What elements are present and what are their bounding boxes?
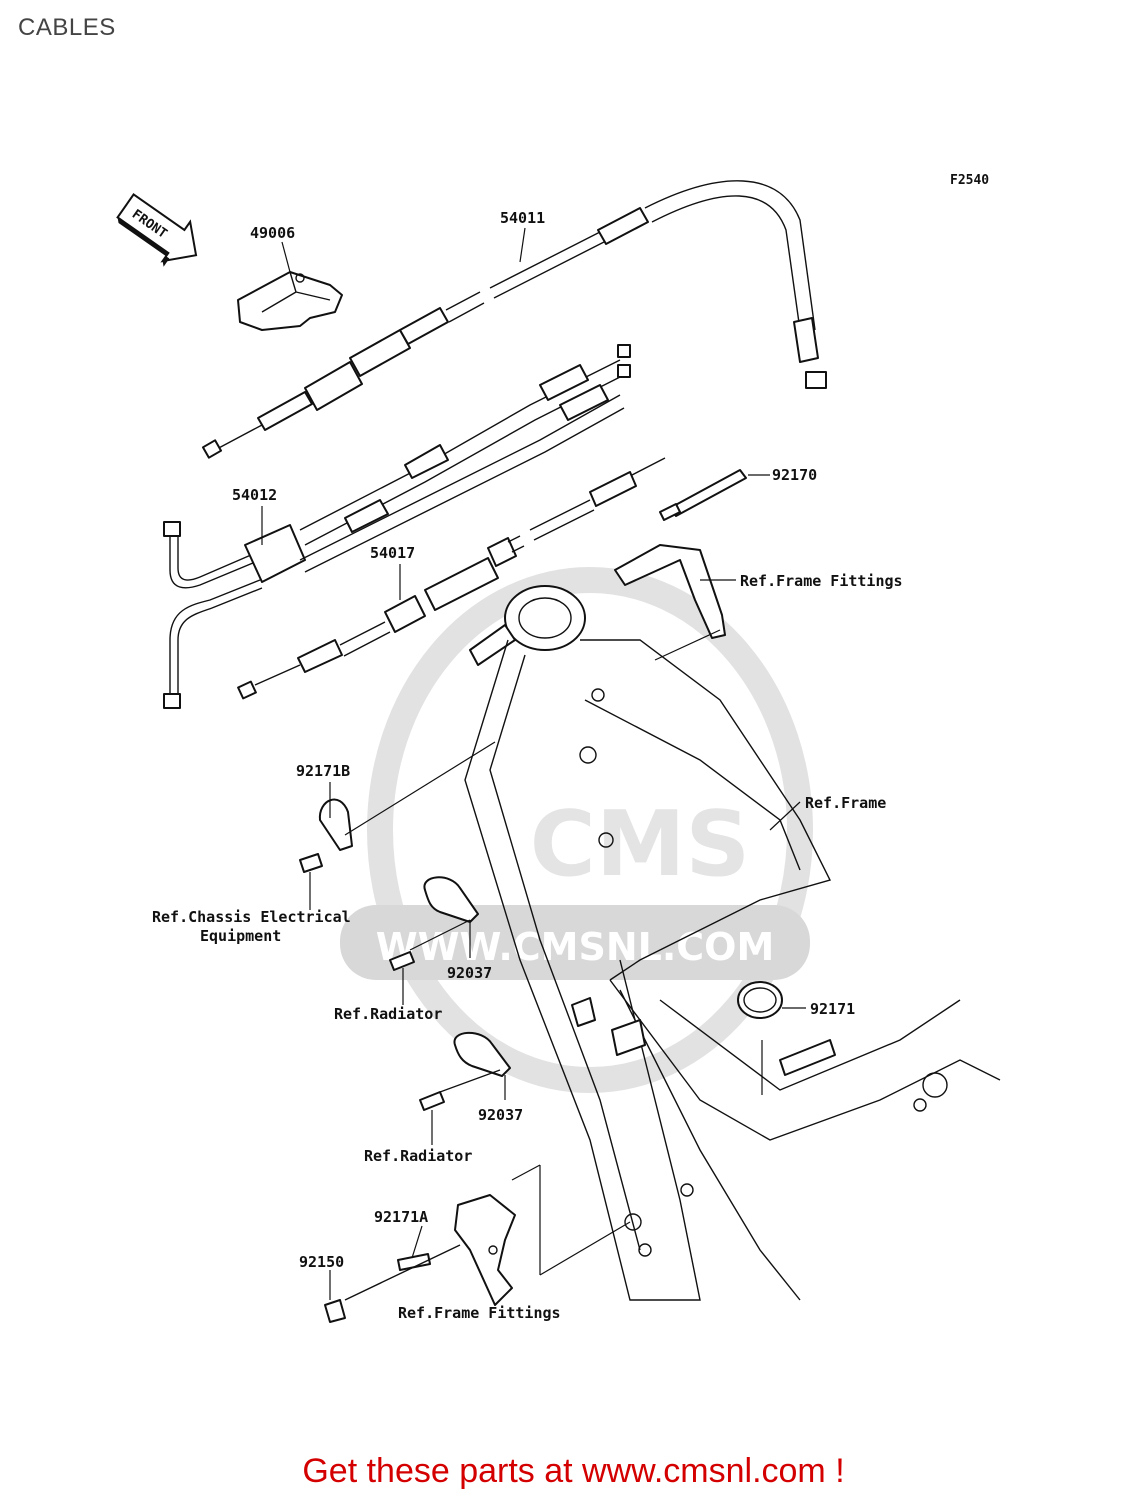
callout-92150: 92150 bbox=[299, 1253, 344, 1271]
callout-ref-frame-fittings-top: Ref.Frame Fittings bbox=[740, 572, 903, 590]
watermark: WWW.CMSNL.COM CMS bbox=[340, 567, 813, 1093]
callout-92171B: 92171B bbox=[296, 762, 350, 780]
part-92037-b bbox=[419, 1031, 511, 1111]
watermark-url: WWW.CMSNL.COM bbox=[376, 925, 775, 969]
part-92171B bbox=[299, 798, 353, 873]
part-92037-a bbox=[389, 876, 479, 971]
watermark-brand: CMS bbox=[530, 792, 750, 897]
watermark-ring bbox=[367, 567, 813, 1093]
callout-ref-radiator-b: Ref.Radiator bbox=[364, 1147, 472, 1165]
part-92171 bbox=[737, 981, 783, 1019]
callout-92037-a: 92037 bbox=[447, 964, 492, 982]
cable-54011 bbox=[201, 180, 827, 459]
cable-54012 bbox=[163, 344, 631, 709]
callout-ref-chassis-line2: Equipment bbox=[200, 927, 281, 945]
cable-54017 bbox=[237, 457, 666, 700]
callout-54012: 54012 bbox=[232, 486, 277, 504]
callout-54017: 54017 bbox=[370, 544, 415, 562]
part-92170 bbox=[614, 469, 747, 639]
part-49006-cover bbox=[237, 271, 343, 331]
frame bbox=[464, 585, 1001, 1301]
callout-92170: 92170 bbox=[772, 466, 817, 484]
callout-ref-frame-fittings-bottom: Ref.Frame Fittings bbox=[398, 1304, 561, 1322]
callout-92171A: 92171A bbox=[374, 1208, 428, 1226]
callout-49006: 49006 bbox=[250, 224, 295, 242]
callout-54011: 54011 bbox=[500, 209, 545, 227]
figure-code: F2540 bbox=[950, 173, 989, 188]
callout-ref-radiator-a: Ref.Radiator bbox=[334, 1005, 442, 1023]
footer-link[interactable]: Get these parts at www.cmsnl.com ! bbox=[302, 1452, 845, 1490]
callout-labels: 49006 54011 54012 54017 92170 Ref.Frame … bbox=[152, 209, 903, 1322]
watermark-banner bbox=[340, 905, 810, 980]
page-title: CABLES bbox=[18, 14, 116, 41]
callout-92037-b: 92037 bbox=[478, 1106, 523, 1124]
callout-ref-frame: Ref.Frame bbox=[805, 794, 886, 812]
callout-ref-chassis-line1: Ref.Chassis Electrical bbox=[152, 908, 351, 926]
front-arrow-icon: FRONT bbox=[116, 193, 198, 267]
part-92171A-bracket bbox=[324, 1194, 516, 1323]
callout-92171: 92171 bbox=[810, 1000, 855, 1018]
